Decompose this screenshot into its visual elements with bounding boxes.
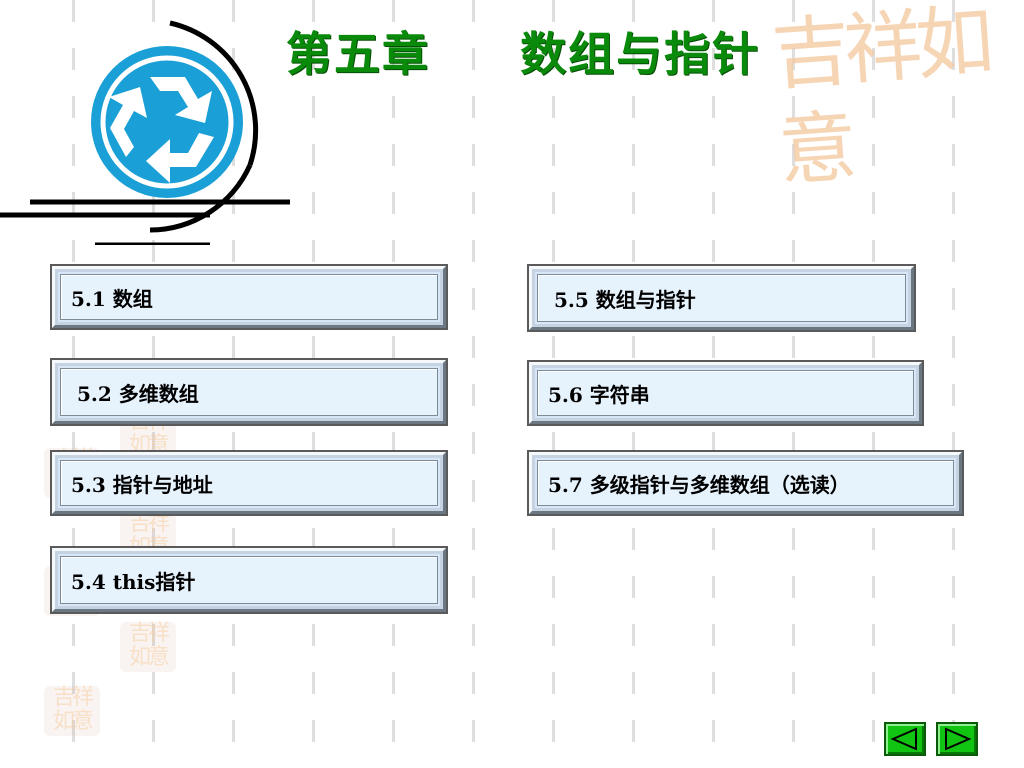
menu-item-label: 5.1 数组 (60, 274, 438, 320)
recycle-icon (0, 20, 290, 245)
watermark-small: 吉祥如意 (44, 686, 100, 736)
menu-item-5-2[interactable]: 5.2 多维数组 (50, 358, 448, 426)
menu-item-label: 5.4 this指针 (60, 556, 438, 604)
page-title: 第五章 数组与指针 (286, 27, 761, 81)
menu-item-5-7[interactable]: 5.7 多级指针与多维数组（选读） (527, 450, 964, 516)
next-slide-button[interactable] (936, 722, 978, 756)
menu-item-5-3[interactable]: 5.3 指针与地址 (50, 450, 448, 516)
menu-item-5-4[interactable]: 5.4 this指针 (50, 546, 448, 614)
watermark-large: 吉祥如意 (769, 0, 991, 198)
menu-item-label: 5.7 多级指针与多维数组（选读） (537, 460, 954, 506)
menu-item-5-1[interactable]: 5.1 数组 (50, 264, 448, 330)
menu-item-5-5[interactable]: 5.5 数组与指针 (527, 264, 916, 332)
menu-item-label: 5.5 数组与指针 (537, 274, 906, 322)
triangle-left-icon (890, 727, 917, 751)
menu-item-label: 5.2 多维数组 (60, 368, 438, 416)
prev-slide-button[interactable] (884, 722, 926, 756)
menu-item-label: 5.6 字符串 (537, 370, 914, 416)
menu-item-5-6[interactable]: 5.6 字符串 (527, 360, 924, 426)
menu-item-label: 5.3 指针与地址 (60, 460, 438, 506)
triangle-right-icon (945, 727, 972, 751)
watermark-small: 吉祥如意 (120, 622, 176, 672)
